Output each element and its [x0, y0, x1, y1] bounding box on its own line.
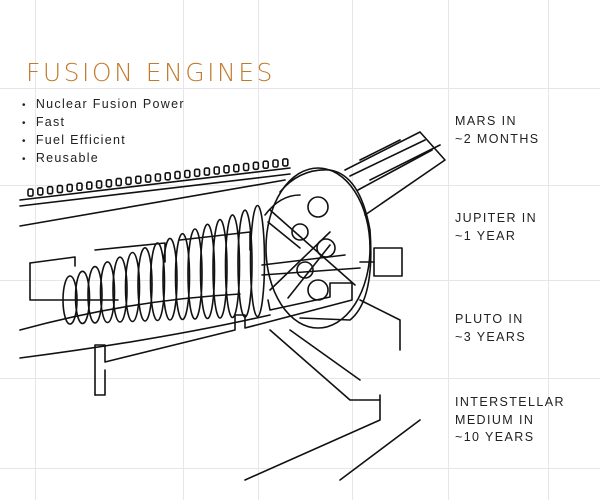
destination-mars: MARS IN ~2 MONTHS [455, 113, 540, 148]
tube-rib [105, 179, 113, 188]
engine-nozzle-pipes [344, 131, 446, 277]
tube-rib [203, 167, 211, 176]
destination-time: ~10 YEARS [455, 430, 535, 444]
tube-rib [193, 168, 201, 178]
grid-line [0, 185, 600, 186]
grid-line [0, 280, 600, 281]
engine-coil [62, 204, 266, 325]
tube-rib [242, 162, 250, 172]
coil-loop [224, 214, 241, 319]
grid-line [0, 88, 600, 89]
coil-loop [249, 204, 266, 318]
tube-rib [76, 182, 83, 191]
page-title: FUSION ENGINES [26, 58, 275, 87]
coil-loop [74, 270, 91, 325]
tube-rib [281, 158, 289, 167]
destination-name: JUPITER IN [455, 211, 538, 225]
coil-loop [174, 232, 191, 321]
grid-line [352, 0, 353, 500]
feature-item: Fuel Efficient [22, 132, 185, 150]
tube-rib [213, 166, 220, 175]
tube-rib [164, 172, 171, 181]
coil-loop [237, 209, 253, 318]
tube-rib [115, 177, 122, 187]
tube-rib [36, 187, 44, 196]
tube-rib [144, 174, 152, 183]
tube-rib [56, 184, 64, 194]
tube-rib [27, 188, 34, 197]
tube-rib [86, 181, 93, 190]
destination-interstellar: INTERSTELLAR MEDIUM IN ~10 YEARS [455, 394, 565, 447]
tube-rib [46, 185, 54, 195]
coil-loop [87, 265, 103, 324]
feature-list: Nuclear Fusion Power Fast Fuel Efficient… [22, 96, 185, 168]
tube-rib [223, 165, 230, 174]
tube-rib [135, 175, 142, 185]
destination-name: MARS IN [455, 114, 517, 128]
grid-line [35, 0, 36, 500]
coil-loop [187, 228, 203, 320]
coil-loop [124, 251, 141, 323]
grid-line [258, 0, 259, 500]
grid-line [0, 468, 600, 469]
tube-rib [95, 180, 103, 189]
coil-loop [99, 261, 116, 324]
destination-name-cont: MEDIUM IN [455, 412, 535, 427]
coil-loop [149, 242, 166, 322]
feature-item: Fast [22, 114, 185, 132]
coil-loop [199, 223, 216, 320]
coil-loop [212, 218, 228, 319]
tube-rib [262, 160, 270, 169]
tube-rib [272, 159, 279, 168]
coil-loop [62, 275, 78, 325]
tube-rib [125, 176, 132, 186]
tube-rib [154, 173, 162, 182]
destination-jupiter: JUPITER IN ~1 YEAR [455, 210, 537, 245]
engine-disc [261, 167, 372, 329]
destination-time: ~3 YEARS [455, 329, 527, 344]
tube-rib [233, 163, 240, 173]
tube-rib [252, 161, 260, 171]
engine-upper-tube [19, 158, 291, 227]
destination-time: ~2 MONTHS [455, 131, 540, 146]
tube-rib [184, 169, 191, 179]
destination-time: ~1 YEAR [455, 228, 517, 243]
destination-name: PLUTO IN [455, 312, 524, 326]
grid-line [448, 0, 449, 500]
grid-line [548, 0, 549, 500]
feature-item: Reusable [22, 150, 185, 168]
grid-line [183, 0, 184, 500]
tube-rib [174, 170, 181, 180]
destination-name: INTERSTELLAR [455, 395, 565, 409]
engine-housing [19, 231, 421, 481]
grid-line [0, 378, 600, 379]
coil-loop [137, 246, 153, 322]
destination-pluto: PLUTO IN ~3 YEARS [455, 311, 526, 346]
coil-loop [112, 256, 128, 323]
feature-item: Nuclear Fusion Power [22, 96, 185, 114]
tube-rib [66, 183, 73, 193]
coil-loop [162, 237, 178, 321]
